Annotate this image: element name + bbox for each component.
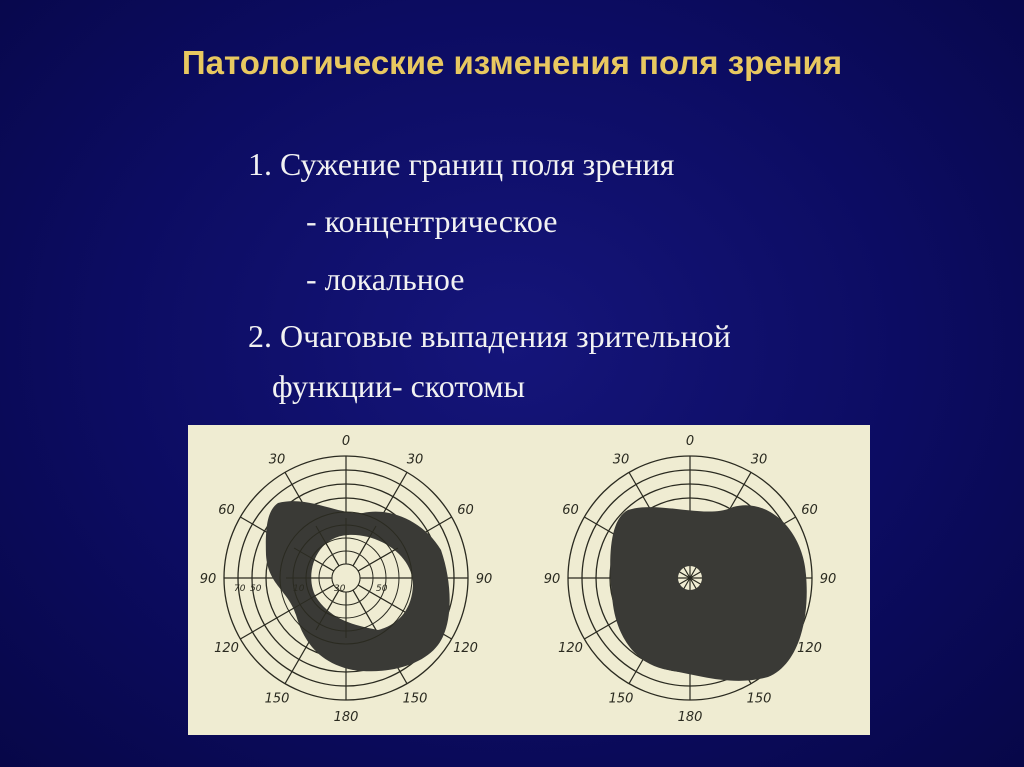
angle-label: 150 bbox=[747, 692, 772, 707]
angle-label: 0 bbox=[686, 434, 694, 449]
inner-meridian bbox=[315, 589, 340, 631]
inner-meridian bbox=[293, 584, 335, 609]
angle-label: 180 bbox=[678, 710, 703, 725]
inner-ring-label: 50 bbox=[250, 584, 262, 594]
angle-label: 30 bbox=[269, 452, 286, 467]
angle-label: 60 bbox=[801, 503, 818, 518]
defect-central-scotoma bbox=[610, 505, 807, 681]
list-item-2-cont: функции- скотомы bbox=[272, 368, 526, 404]
inner-ring-label: 30 bbox=[334, 584, 346, 594]
inner-meridian bbox=[352, 525, 377, 567]
angle-label: 60 bbox=[457, 503, 474, 518]
inner-meridian bbox=[357, 547, 399, 572]
angle-label: 150 bbox=[265, 692, 290, 707]
inner-ring-label: 70 bbox=[234, 584, 246, 594]
perimetry-charts: 0 30 60 90 120 150 180 150 120 90 60 30 70 50 10 30 50 0 3… bbox=[200, 434, 837, 725]
list-item-1: 1. Сужение границ поля зрения bbox=[248, 146, 675, 182]
defect-concentric-narrowing bbox=[265, 501, 450, 672]
angle-label: 30 bbox=[751, 452, 768, 467]
inner-meridian bbox=[352, 589, 377, 631]
inner-meridian bbox=[293, 547, 335, 572]
fixation-circle bbox=[331, 563, 361, 593]
angle-label: 150 bbox=[403, 692, 428, 707]
angle-label: 0 bbox=[342, 434, 350, 449]
angle-label: 150 bbox=[609, 692, 634, 707]
angle-label: 90 bbox=[544, 572, 561, 587]
inner-ring bbox=[279, 511, 413, 645]
list-item-2: 2. Очаговые выпадения зрительной bbox=[248, 318, 731, 354]
angle-label: 120 bbox=[558, 641, 583, 656]
angle-label: 90 bbox=[476, 572, 493, 587]
angle-label: 90 bbox=[200, 572, 217, 587]
visual-field-figure: 0 30 60 90 120 150 180 150 120 90 60 30 70 50 10 30 50 0 3… bbox=[188, 425, 870, 735]
angle-label: 180 bbox=[334, 710, 359, 725]
angle-label: 90 bbox=[820, 572, 837, 587]
slide-title: Патологические изменения поля зрения bbox=[181, 44, 843, 81]
inner-ring-label: 10 bbox=[293, 584, 305, 594]
angle-label: 120 bbox=[797, 641, 822, 656]
angle-label: 120 bbox=[453, 641, 478, 656]
inner-meridian bbox=[315, 525, 340, 567]
inner-meridian bbox=[357, 584, 399, 609]
angle-label: 60 bbox=[562, 503, 579, 518]
list-subitem-local: - локальное bbox=[306, 261, 465, 297]
list-subitem-concentric: - концентрическое bbox=[306, 203, 558, 239]
angle-label: 30 bbox=[407, 452, 424, 467]
inner-ring-label: 50 bbox=[376, 584, 388, 594]
angle-label: 120 bbox=[214, 641, 239, 656]
angle-label: 60 bbox=[218, 503, 235, 518]
angle-label: 30 bbox=[613, 452, 630, 467]
